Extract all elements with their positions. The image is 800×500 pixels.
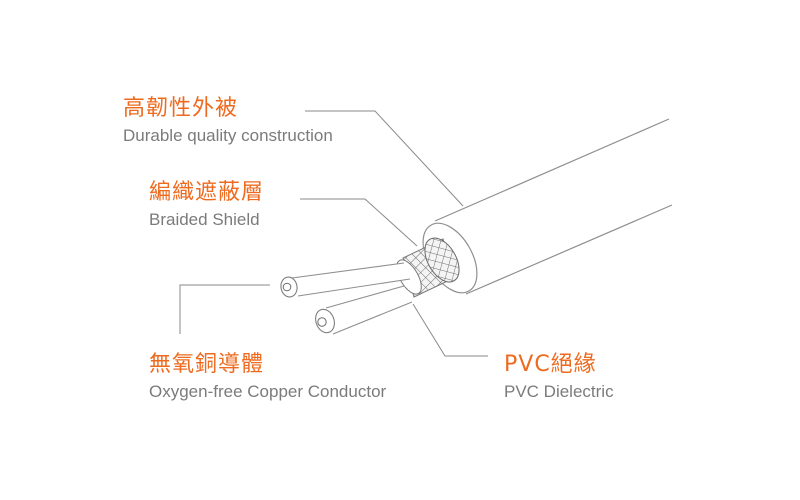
- upper-conductor: [280, 262, 411, 298]
- conductor-label-en: Oxygen-free Copper Conductor: [149, 382, 387, 401]
- dielectric-leader-line: [412, 303, 488, 357]
- dielectric-label-zh: PVC絕緣: [504, 352, 597, 377]
- conductor-label-zh: 無氧銅導體: [149, 352, 265, 377]
- dielectric-label-en: PVC Dielectric: [504, 382, 614, 401]
- conductor-callout: 無氧銅導體 Oxygen-free Copper Conductor: [149, 352, 386, 402]
- jacket-leader-line: [305, 110, 464, 207]
- jacket-label-en: Durable quality construction: [123, 126, 333, 145]
- jacket-callout: 高韌性外被 Durable quality construction: [123, 96, 333, 146]
- jacket-label-zh: 高韌性外被: [123, 96, 239, 121]
- dielectric-callout: PVC絕緣 PVC Dielectric: [504, 352, 614, 402]
- conductor-leader-line: [179, 284, 270, 334]
- shield-callout: 編織遮蔽層 Braided Shield: [149, 180, 264, 230]
- leader-lines: [179, 110, 488, 357]
- shield-label-zh: 編織遮蔽層: [149, 180, 265, 205]
- braided-shield: [396, 237, 460, 298]
- lower-conductor: [315, 285, 413, 335]
- shield-label-en: Braided Shield: [149, 210, 260, 229]
- shield-leader-line: [300, 198, 418, 247]
